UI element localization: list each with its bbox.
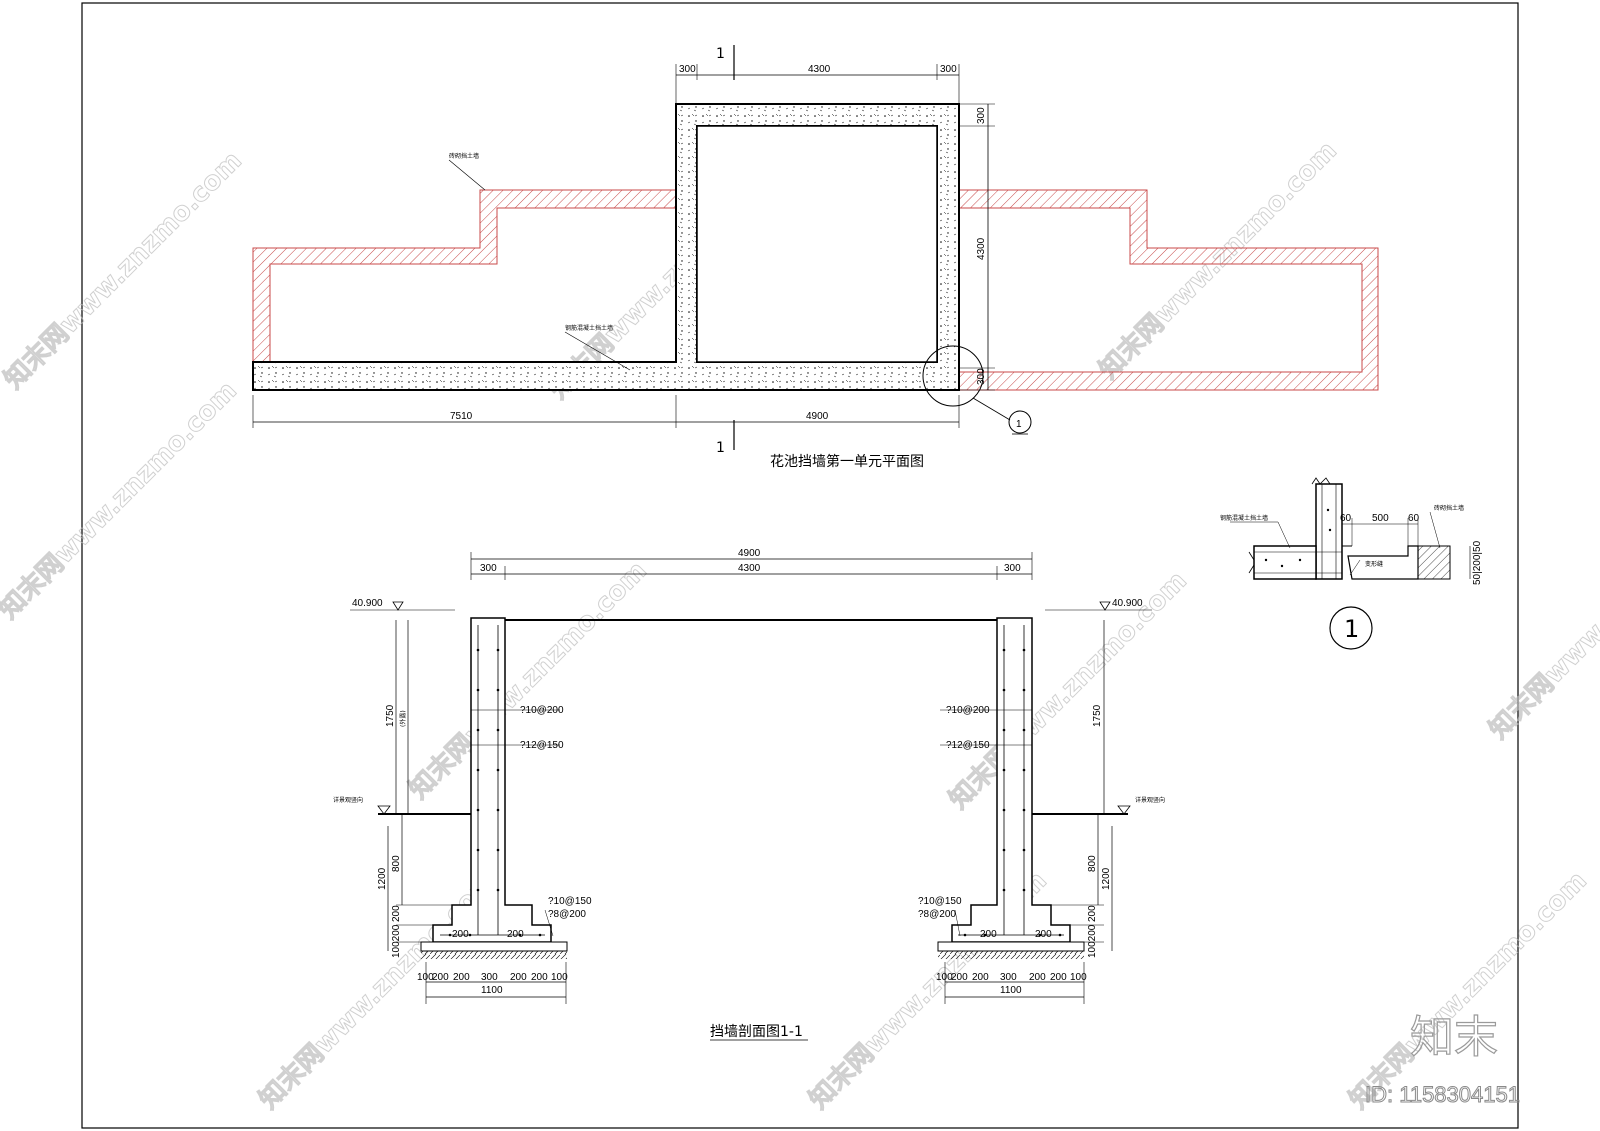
svg-text:100: 100: [417, 972, 434, 983]
plan-dim-top-2: 4300: [808, 64, 831, 75]
section-dim-top-3: 300: [1004, 563, 1021, 574]
svg-text:200: 200: [951, 972, 968, 983]
base-total-right: 1100: [1000, 985, 1022, 996]
rebar-label-4-right: ?8@200: [918, 909, 956, 920]
plan-dim-top-3: 300: [940, 64, 957, 75]
plan-section-mark-top: 1: [716, 46, 725, 62]
detail-dim-1: 60: [1340, 513, 1352, 524]
base-dims-left: 100 200 200 300 200 200 100: [417, 972, 568, 983]
plan-dim-right-1: 300: [976, 107, 987, 124]
detail-number-circle: [1329, 606, 1373, 650]
footing-offset-left-2: 200: [507, 929, 524, 940]
plan-dim-right-2: 4300: [976, 237, 987, 260]
svg-text:200: 200: [972, 972, 989, 983]
svg-text:200: 200: [432, 972, 449, 983]
plan-title: 花池挡墙第一单元平面图: [770, 453, 924, 470]
section-height-base-left: 100200: [391, 924, 402, 958]
ground-label-left: 详景观竖向: [333, 796, 363, 804]
section-height-step-left: 200: [391, 905, 402, 922]
section-dim-total: 4900: [738, 548, 761, 559]
plan-dim-bottom-2: 4900: [806, 411, 829, 422]
detail-callout-circle: [922, 345, 984, 407]
detail-ref-number: 1: [1016, 419, 1022, 430]
svg-text:200: 200: [1050, 972, 1067, 983]
section-height-mid-left: 800: [391, 855, 402, 872]
section-bedding-left: [420, 941, 568, 952]
section-height-note-left: (外露): [399, 710, 407, 727]
plan-view: 1 砖砌挡土墙 钢筋混凝土挡土墙 300 4300 300 1 1 300 43…: [252, 45, 1379, 470]
plan-dim-right-3: 300: [976, 368, 987, 385]
section-height-total-right: 1200: [1101, 867, 1112, 890]
footing-offset-left-1: 200: [452, 929, 469, 940]
footing-offset-right-2: 200: [1035, 929, 1052, 940]
watermark-text: 知末网www.znzmo.com: [404, 556, 653, 805]
detail-view: 60 500 60 50|200|50 钢筋混凝土挡土墙 砖砌挡土墙 变形缝 1: [1220, 477, 1483, 650]
section-title: 挡墙剖面图1-1: [710, 1024, 803, 1040]
detail-label-concrete: 钢筋混凝土挡土墙: [1220, 514, 1268, 522]
section-height-base-right: 100200: [1087, 924, 1098, 958]
base-total-left: 1100: [481, 985, 503, 996]
svg-text:200: 200: [1029, 972, 1046, 983]
ground-label-right: 详景观竖向: [1135, 796, 1165, 804]
section-height-step-right: 200: [1087, 905, 1098, 922]
svg-text:300: 300: [481, 972, 498, 983]
watermark-text: 知末网www.znzmo.com: [1484, 496, 1600, 745]
svg-text:200: 200: [531, 972, 548, 983]
svg-text:100: 100: [1070, 972, 1087, 983]
rebar-label-1-left: ?10@200: [520, 705, 564, 716]
section-height-upper-left: 1750: [385, 704, 396, 727]
detail-vertical-dims: 50|200|50: [1472, 540, 1483, 585]
rebar-label-2-right: ?12@150: [946, 740, 990, 751]
plan-section-mark-bottom: 1: [716, 440, 725, 456]
detail-number: 1: [1344, 615, 1359, 643]
section-bedding-right: [937, 941, 1085, 952]
footing-offset-right-1: 200: [980, 929, 997, 940]
watermark-text: 知末网www.znzmo.com: [254, 866, 503, 1115]
svg-text:100: 100: [551, 972, 568, 983]
plan-label-concrete: 钢筋混凝土挡土墙: [565, 324, 613, 332]
plan-dim-bottom-1: 7510: [450, 411, 473, 422]
rebar-label-3-left: ?10@150: [548, 896, 592, 907]
watermark-text: 知末网www.znzmo.com: [0, 376, 243, 625]
detail-label-joint: 变形缝: [1365, 560, 1383, 568]
svg-text:300: 300: [1000, 972, 1017, 983]
watermark-text: 知末网www.znzmo.com: [944, 566, 1193, 815]
base-dims-right: 100 200 200 300 200 200 100: [936, 972, 1087, 983]
section-dim-top-2: 4300: [738, 563, 761, 574]
section-height-upper-right: 1750: [1092, 704, 1103, 727]
section-dim-top-1: 300: [480, 563, 497, 574]
svg-text:200: 200: [453, 972, 470, 983]
rebar-label-2-left: ?12@150: [520, 740, 564, 751]
detail-dim-3: 60: [1408, 513, 1420, 524]
rebar-label-1-right: ?10@200: [946, 705, 990, 716]
watermark-id: ID: 1158304151: [1365, 1082, 1520, 1107]
sheet-border: [81, 2, 1519, 1129]
rebar-label-3-right: ?10@150: [918, 896, 962, 907]
elevation-right: 40.900: [1112, 598, 1143, 609]
watermark-logo: 知末: [1410, 1012, 1498, 1063]
plan-brick-wall-right: [949, 189, 1379, 391]
watermark-text: 知末网www.znzmo.com: [0, 146, 248, 395]
watermark-text: 知末网www.znzmo.com: [1344, 866, 1593, 1115]
plan-dim-top-1: 300: [679, 64, 696, 75]
rebar-label-4-left: ?8@200: [548, 909, 586, 920]
section-height-total-left: 1200: [377, 867, 388, 890]
section-view: 4900 300 4300 300: [333, 548, 1165, 1041]
elevation-left: 40.900: [352, 598, 383, 609]
svg-text:200: 200: [510, 972, 527, 983]
svg-text:100: 100: [936, 972, 953, 983]
section-height-mid-right: 800: [1087, 855, 1098, 872]
detail-dim-2: 500: [1372, 513, 1389, 524]
plan-label-brick: 砖砌挡土墙: [449, 152, 479, 160]
detail-label-brick: 砖砌挡土墙: [1434, 504, 1464, 512]
